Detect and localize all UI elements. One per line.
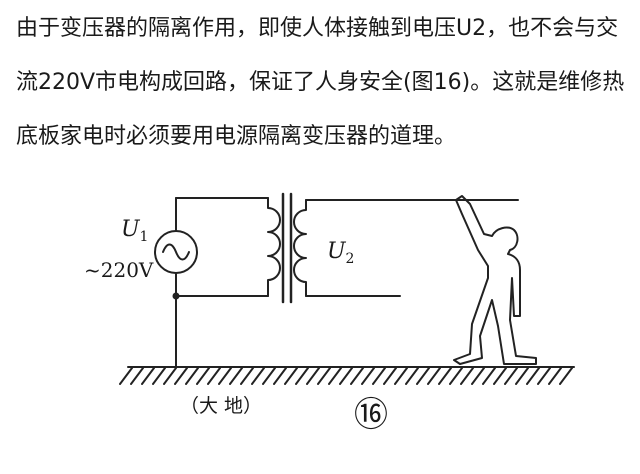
hatch-stroke — [471, 367, 485, 385]
hatch-stroke — [493, 367, 507, 385]
hatch-stroke — [251, 367, 265, 385]
hatch-stroke — [515, 367, 529, 385]
isolation-transformer-diagram: U1 ~220V U2 （大 地） ⑯ — [0, 170, 640, 470]
hatch-stroke — [119, 367, 133, 385]
junction-dot — [172, 292, 180, 300]
ac-source-icon — [154, 230, 198, 274]
hatch-stroke — [130, 367, 144, 385]
hatch-stroke — [482, 367, 496, 385]
hatch-stroke — [394, 367, 408, 385]
hatch-stroke — [141, 367, 155, 385]
hatch-stroke — [537, 367, 551, 385]
hatch-stroke — [427, 367, 441, 385]
hatch-stroke — [526, 367, 540, 385]
hatch-stroke — [350, 367, 364, 385]
sine-wave-icon — [162, 243, 190, 261]
hatch-stroke — [295, 367, 309, 385]
paragraph-line-1: 由于变压器的隔离作用，即使人体接触到电压U2，也不会与交 — [16, 16, 619, 41]
figure-number: ⑯ — [354, 395, 388, 435]
ground-label: （大 地） — [180, 395, 262, 417]
u1-letter: U — [121, 217, 141, 242]
paragraph-line-3: 底板家电时必须要用电源隔离变压器的道理。 — [16, 124, 457, 149]
hatch-stroke — [559, 367, 573, 385]
u2-label: U2 — [327, 239, 354, 267]
source-voltage-label: ~220V — [84, 258, 154, 282]
hatch-stroke — [262, 367, 276, 385]
paragraph: 由于变压器的隔离作用，即使人体接触到电压U2，也不会与交 流220V市电构成回路… — [16, 14, 631, 176]
paragraph-line-2: 流220V市电构成回路，保证了人身安全(图16)。这就是维修热 — [16, 70, 625, 95]
hatch-stroke — [383, 367, 397, 385]
hatch-stroke — [548, 367, 562, 385]
hatch-stroke — [152, 367, 166, 385]
hatch-stroke — [196, 367, 210, 385]
secondary-coil — [293, 199, 307, 297]
hatch-stroke — [416, 367, 430, 385]
person-figure — [453, 195, 537, 365]
hatch-stroke — [163, 367, 177, 385]
hatch-stroke — [460, 367, 474, 385]
hatch-stroke — [273, 367, 287, 385]
hatch-stroke — [361, 367, 375, 385]
hatch-stroke — [339, 367, 353, 385]
hatch-stroke — [372, 367, 386, 385]
hatch-stroke — [438, 367, 452, 385]
hatch-stroke — [449, 367, 463, 385]
hatch-stroke — [405, 367, 419, 385]
circuit-svg: U1 ~220V U2 （大 地） ⑯ — [84, 192, 575, 435]
hatch-stroke — [240, 367, 254, 385]
hatch-stroke — [185, 367, 199, 385]
hatch-stroke — [207, 367, 221, 385]
hatch-stroke — [174, 367, 188, 385]
hatch-stroke — [504, 367, 518, 385]
u2-subscript: 2 — [346, 251, 355, 267]
u1-label: U1 — [121, 217, 148, 245]
hatch-stroke — [284, 367, 298, 385]
u1-subscript: 1 — [140, 229, 149, 245]
hatch-stroke — [229, 367, 243, 385]
ground-hatching — [119, 367, 573, 385]
hatch-stroke — [328, 367, 342, 385]
u2-letter: U — [327, 239, 347, 264]
primary-coil — [267, 197, 281, 297]
hatch-stroke — [306, 367, 320, 385]
hatch-stroke — [218, 367, 232, 385]
hatch-stroke — [317, 367, 331, 385]
